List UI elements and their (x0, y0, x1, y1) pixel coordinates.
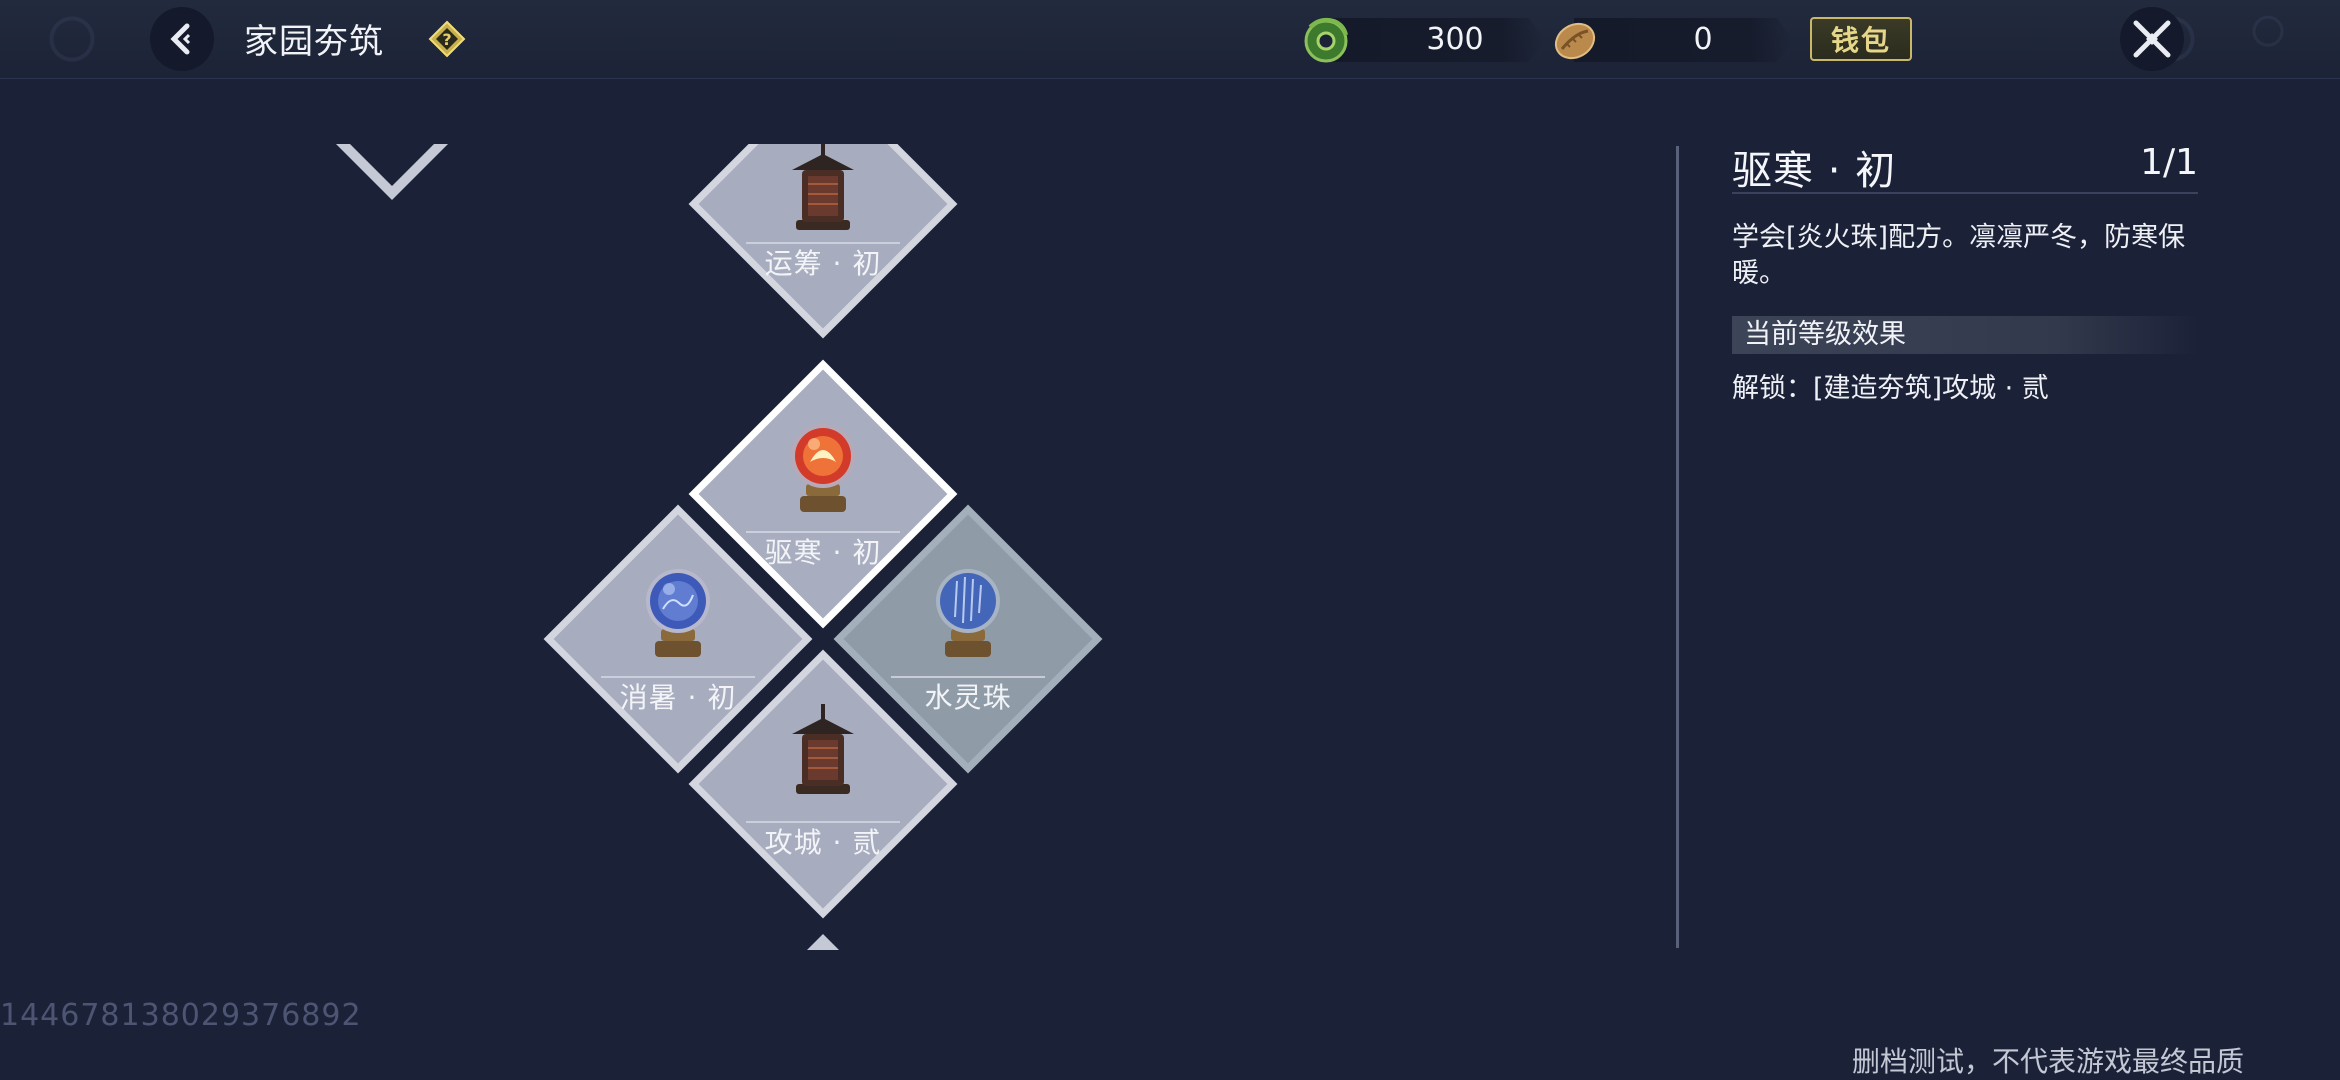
close-icon (2133, 20, 2171, 58)
detail-title: 驱寒 · 初 (1732, 148, 1897, 194)
back-button[interactable] (150, 7, 214, 71)
currency-pill (1326, 18, 1546, 62)
currency-jade: 300 (1300, 16, 1546, 64)
node-label-line (891, 676, 1045, 678)
detail-description: 学会[炎火珠]配方。凛凛严冬，防寒保暖。 (1732, 222, 2186, 289)
skill-tree: 运筹 · 初 驱寒 · 初 消暑 · 初 水灵珠 (0, 144, 1640, 950)
wallet-button[interactable]: 钱包 (1810, 17, 1912, 61)
scroll-up-indicator-inner (350, 144, 434, 186)
currency-value: 0 (1693, 22, 1713, 57)
top-bar: 家园夯筑 ? 300 0 钱包 (0, 0, 2340, 79)
currency-pill (1574, 18, 1794, 62)
detail-rule (1732, 192, 2198, 194)
effect-text: 解锁：[建造夯筑]攻城 · 贰 (1732, 373, 2049, 404)
green-jade-coin-icon (1304, 17, 1348, 63)
user-id: 1446781380293768​92 (0, 998, 362, 1033)
water-orb-icon (646, 569, 710, 657)
node-label-line (601, 676, 755, 678)
bronze-seed-coin-icon (1554, 22, 1596, 60)
watchtower-icon (792, 144, 854, 230)
help-icon: ? (428, 20, 466, 58)
effect-heading: 当前等级效果 (1732, 316, 2198, 354)
page-title: 家园夯筑 (244, 22, 384, 62)
rain-orb-icon (936, 569, 1000, 657)
watchtower-icon (792, 704, 854, 794)
test-disclaimer: 删档测试，不代表游戏最终品质 (1851, 1045, 2244, 1078)
currency-seed: 0 (1548, 16, 1794, 64)
currency-value: 300 (1426, 22, 1484, 57)
svg-text:?: ? (442, 30, 451, 49)
scroll-down-indicator[interactable] (803, 934, 843, 950)
help-button[interactable]: ? (428, 20, 466, 58)
node-label-line (746, 531, 900, 533)
back-arrow-icon (170, 23, 191, 55)
node-label-line (746, 242, 900, 244)
panel-divider (1676, 146, 1679, 948)
node-label-line (746, 821, 900, 823)
close-button[interactable] (2120, 7, 2184, 71)
fire-orb-icon (791, 424, 855, 512)
detail-level: 1/1 (2140, 142, 2198, 183)
